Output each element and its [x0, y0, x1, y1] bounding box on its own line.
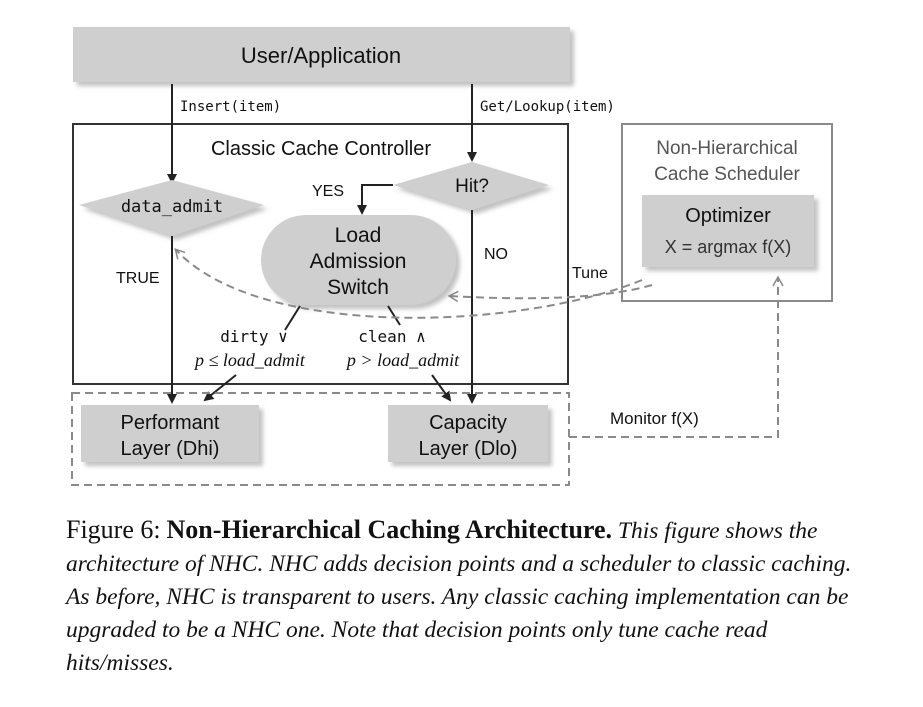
capacity-layer-line-2: Layer (Dlo) [419, 438, 518, 460]
capacity-layer-line-1: Capacity [429, 412, 507, 434]
figure-description: This figure shows the architecture of NH… [66, 518, 852, 676]
insert-label: Insert(item) [180, 99, 281, 115]
switch-line-1: Load [335, 224, 382, 247]
scheduler-title-line-2: Cache Scheduler [654, 164, 800, 185]
user-application-label: User/Application [241, 43, 401, 68]
performant-layer-line-2: Layer (Dhi) [121, 438, 220, 460]
dirty-arrow [284, 305, 301, 331]
lookup-label: Get/Lookup(item) [480, 99, 615, 115]
clean-arrow-lower [431, 374, 452, 402]
figure-number: Figure 6: [66, 515, 161, 544]
monitor-label: Monitor f(X) [610, 409, 699, 428]
monitor-arrow [569, 275, 784, 438]
data-admit-diamond [79, 180, 264, 236]
load-admission-switch [261, 215, 456, 305]
scheduler-title-line-1: Non-Hierarchical [656, 138, 798, 159]
hit-label: Hit? [455, 176, 489, 197]
tune-label: Tune [572, 265, 608, 282]
clean-arrow [387, 305, 401, 326]
cache-controller-title: Classic Cache Controller [211, 138, 431, 160]
data-admit-label: data_admit [121, 197, 223, 217]
performant-layer-line-1: Performant [121, 412, 220, 434]
figure-caption: Figure 6: Non-Hierarchical Caching Archi… [66, 513, 856, 680]
optimizer-formula: X = argmax f(X) [665, 237, 792, 257]
clean-condition-line-2: p > load_admit [345, 350, 460, 370]
true-label: TRUE [116, 270, 160, 287]
dirty-condition-line-1: dirty ∨ [220, 327, 287, 346]
no-label: NO [484, 246, 508, 263]
cache-controller-box [72, 123, 569, 385]
architecture-diagram: User/Application Classic Cache Controlle… [71, 27, 833, 486]
yes-arrow [357, 184, 393, 215]
performant-layer-box [81, 405, 259, 462]
optimizer-box [642, 195, 814, 267]
tune-arrow-to-switch [447, 284, 653, 303]
hit-diamond [393, 162, 549, 210]
capacity-layer-box [388, 405, 548, 462]
switch-line-3: Switch [327, 276, 389, 299]
figure-title: Non-Hierarchical Caching Architecture. [166, 515, 613, 544]
switch-line-2: Admission [310, 250, 407, 273]
tune-arrow-to-data-admit [174, 248, 643, 319]
yes-label: YES [312, 183, 344, 200]
dirty-arrow-lower [203, 374, 237, 402]
user-application-box [73, 27, 570, 82]
optimizer-title: Optimizer [685, 205, 771, 227]
dirty-condition-line-2: p ≤ load_admit [193, 350, 306, 370]
clean-condition-line-1: clean ∧ [358, 327, 425, 346]
storage-layers-box [71, 392, 570, 486]
